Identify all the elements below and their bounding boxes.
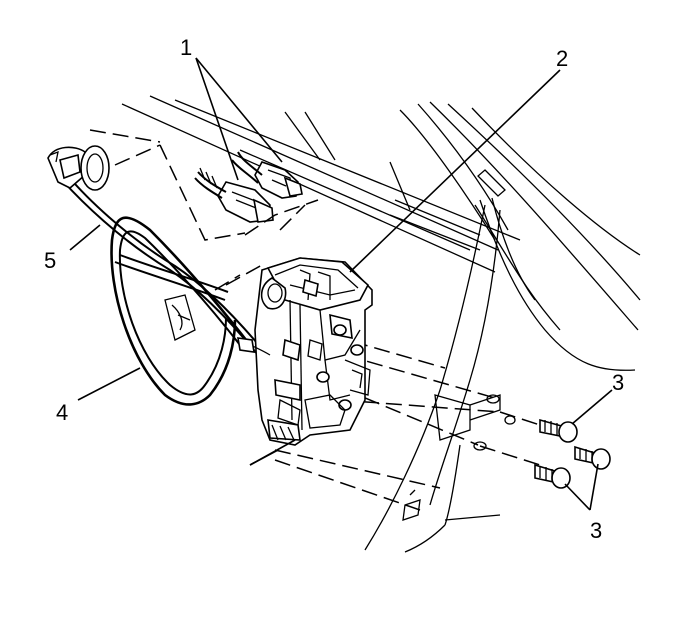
assembly-dashed-lines bbox=[89, 129, 541, 511]
screw-upper bbox=[539, 418, 578, 443]
outside-handle-cable bbox=[110, 216, 252, 406]
callout-1: 1 bbox=[180, 35, 192, 60]
electrical-connectors bbox=[194, 151, 303, 223]
lock-cylinder-rod bbox=[47, 145, 269, 361]
screw-middle bbox=[574, 445, 611, 470]
callout-3-lower: 3 bbox=[590, 518, 602, 543]
screw-lower bbox=[534, 463, 571, 489]
door-frame-lines bbox=[121, 95, 641, 371]
latch-screws bbox=[534, 418, 611, 489]
door-latch-actuator-assembly bbox=[237, 257, 373, 446]
callout-3-upper: 3 bbox=[612, 370, 624, 395]
callout-4: 4 bbox=[56, 400, 68, 425]
callout-2: 2 bbox=[556, 46, 568, 71]
callout-labels: 1 2 3 3 4 5 bbox=[44, 35, 624, 543]
leader-lines bbox=[69, 57, 613, 511]
door-inner-panel bbox=[364, 204, 516, 553]
callout-5: 5 bbox=[44, 248, 56, 273]
